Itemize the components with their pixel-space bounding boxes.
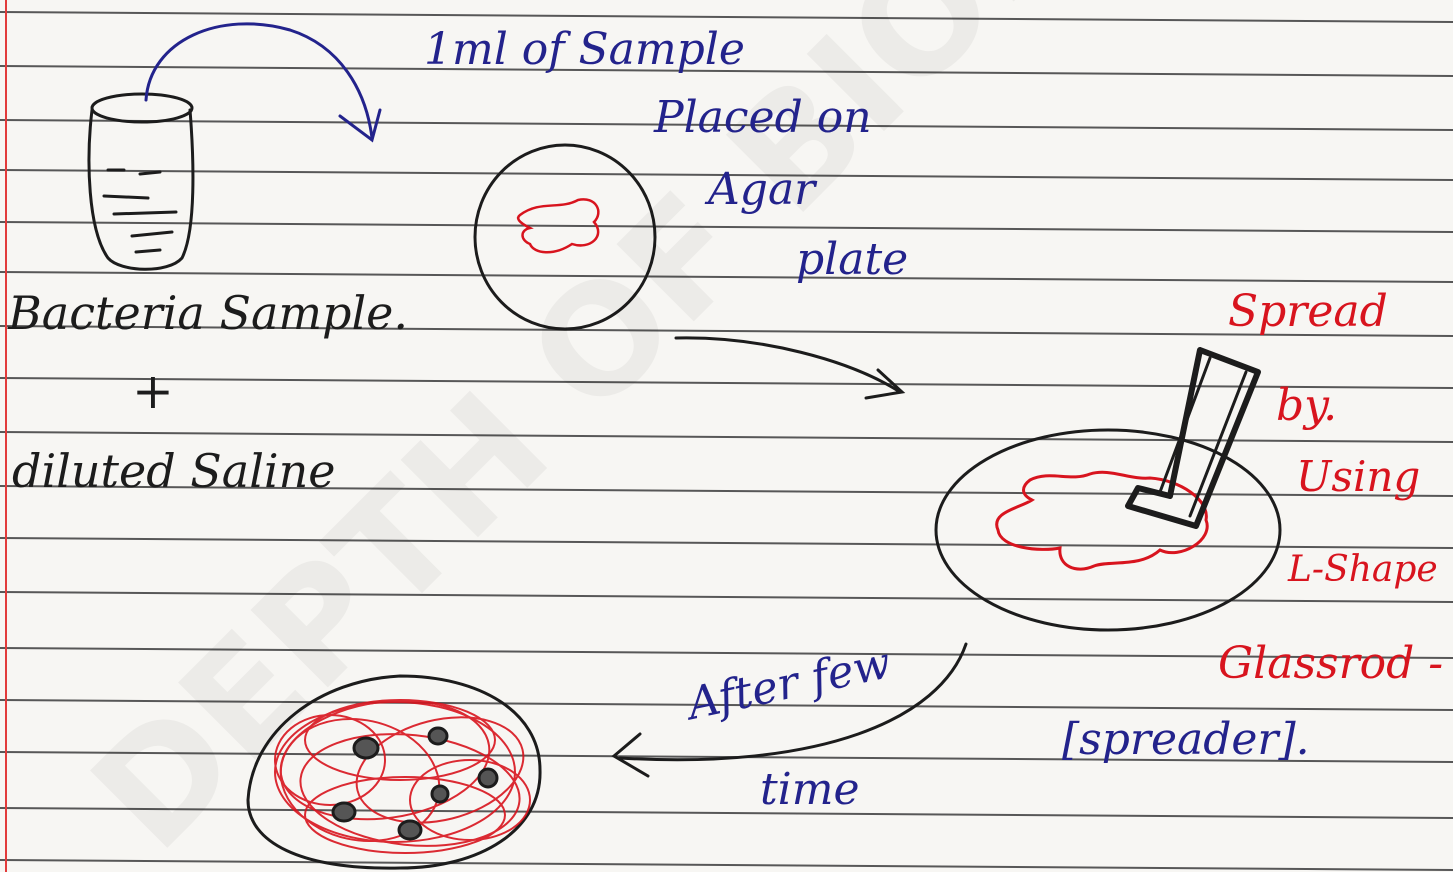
- label-spreader: [spreader].: [1062, 718, 1310, 762]
- l-shaped-glass-rod-icon: [1128, 350, 1258, 526]
- label-plus: +: [132, 366, 174, 416]
- label-sample-line2: Placed on: [654, 96, 872, 140]
- arrow-icon: [676, 338, 902, 398]
- label-time: time: [760, 768, 860, 812]
- label-sample-line1: 1ml of Sample: [424, 28, 745, 72]
- petri-dish-icon: [475, 145, 655, 329]
- label-spread-line4: L-Shape: [1288, 552, 1438, 588]
- label-sample-line4: plate: [796, 238, 908, 282]
- label-sample-line3: Agar: [708, 168, 815, 212]
- petri-dish-icon: [248, 676, 540, 868]
- label-spread-line2: by.: [1276, 384, 1337, 428]
- label-spread-line1: Spread: [1228, 290, 1388, 334]
- label-diluted-saline: diluted Saline: [12, 448, 335, 494]
- label-spread-line5: Glassrod -: [1218, 642, 1443, 686]
- label-spread-line3: Using: [1296, 456, 1420, 498]
- label-bacteria-sample: Bacteria Sample.: [8, 290, 408, 336]
